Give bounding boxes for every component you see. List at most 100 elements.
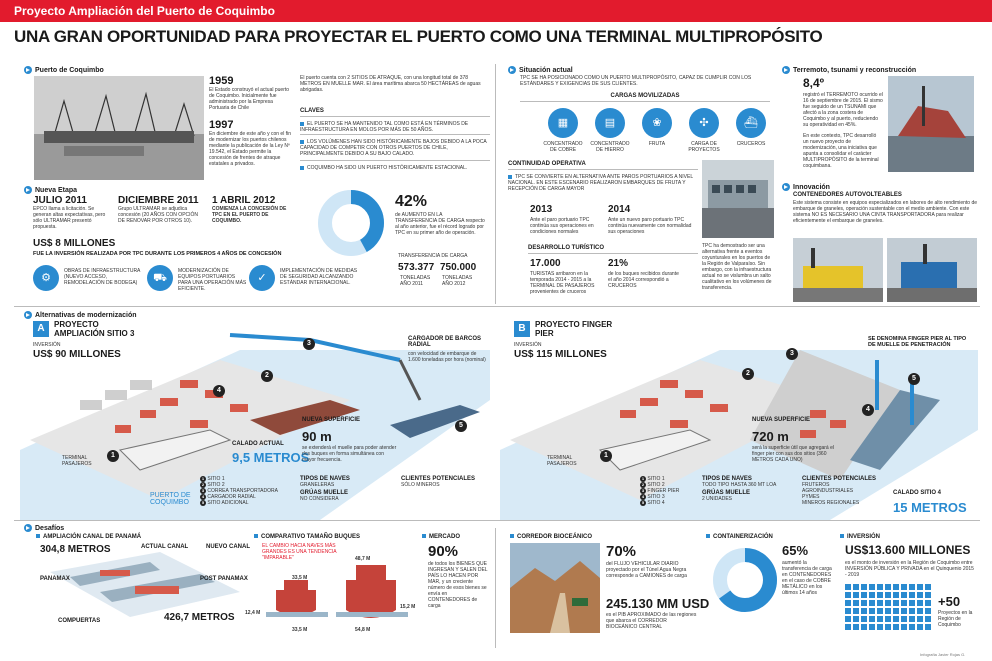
grid-square — [893, 584, 899, 590]
naves-title: TIPOS DE NAVES — [702, 476, 752, 482]
grid-square — [877, 616, 883, 622]
sup-value: 720 m — [752, 429, 789, 444]
grid-square — [925, 624, 931, 630]
corridor-photo — [510, 543, 600, 633]
claves-title: CLAVES — [300, 108, 324, 114]
marker-1: 1 — [600, 450, 612, 462]
grid-square — [861, 616, 867, 622]
sup-text: se extenderá el muelle para poder atende… — [302, 445, 397, 463]
clientes-title: CLIENTES POTENCIALES — [802, 476, 877, 482]
grid-square — [869, 600, 875, 606]
section-title: Nueva Etapa — [35, 186, 78, 194]
corredor-pib: 245.130 MM USD — [606, 596, 710, 611]
cruceros-pct: 21% — [608, 258, 629, 269]
projects-grid — [845, 584, 931, 630]
grid-square — [893, 608, 899, 614]
grid-square — [901, 624, 907, 630]
grid-square — [845, 616, 851, 622]
pct-donut-42 — [318, 190, 384, 256]
arrow-dot-icon — [24, 524, 32, 532]
headline: UNA GRAN OPORTUNIDAD PARA PROYECTAR EL P… — [14, 27, 823, 46]
corredor-pct: 70% — [606, 543, 637, 560]
cliente-1: FRUTEROS — [802, 482, 830, 488]
clientes-title: CLIENTES POTENCIALES — [401, 476, 476, 482]
grid-square — [869, 616, 875, 622]
grid-square — [877, 600, 883, 606]
grid-square — [869, 624, 875, 630]
marker-2: 2 — [261, 370, 273, 382]
nuevo-canal-label: NUEVO CANAL — [206, 544, 251, 550]
grid-square — [893, 600, 899, 606]
calado-value: 9,5 METROS — [232, 450, 310, 465]
train-photo — [702, 160, 774, 238]
section-title: Situación actual — [519, 66, 573, 74]
etapa-investment: US$ 8 MILLONES — [33, 238, 116, 249]
year-2013: 2013 — [530, 204, 553, 215]
grid-square — [853, 584, 859, 590]
dim-d5: 15,2 M — [400, 604, 416, 610]
grid-square — [925, 584, 931, 590]
section-desafios: Desafíos — [24, 524, 64, 532]
grid-square — [885, 624, 891, 630]
continuidad-text: TPC SE CONVIERTE EN ALTERNATIVA ANTE PAR… — [508, 174, 693, 192]
section-title: Terremoto, tsunami y reconstrucción — [793, 66, 917, 74]
grid-square — [909, 584, 915, 590]
naves-value: GRANELERAS — [300, 482, 335, 488]
invest-item-2: MODERNIZACIÓN DE EQUIPOS PORTUARIOS PARA… — [178, 268, 247, 292]
container-photo-2 — [887, 238, 977, 302]
grid-square — [861, 624, 867, 630]
transfer-2012: 750.000 — [440, 262, 477, 273]
cruceros-text: de los buques recibidos durante el año 2… — [608, 271, 679, 289]
marker-1: 1 — [107, 450, 119, 462]
date-dec-2011: DICIEMBRE 2011 — [118, 195, 199, 206]
dim-d3: 33,5 M — [292, 627, 308, 633]
grid-square — [845, 624, 851, 630]
grid-square — [901, 592, 907, 598]
grid-square — [901, 600, 907, 606]
grid-square — [853, 616, 859, 622]
grid-square — [925, 616, 931, 622]
post-panamax-label: POST PANAMAX — [200, 576, 248, 582]
sup-value: 90 m — [302, 429, 332, 444]
calado-sitio-4-label: CALADO SITIO 4 — [893, 490, 942, 496]
tsunami-photo — [888, 76, 974, 172]
year-2014-text: Ante un nuevo paro portuario TPC continú… — [608, 217, 692, 235]
project-b-inv-label: INVERSIÓN — [514, 342, 542, 348]
sup-label: NUEVA SUPERFICIE — [302, 417, 361, 423]
project-a-investment: US$ 90 MILLONES — [33, 349, 121, 360]
grid-square — [917, 584, 923, 590]
pct-donut-65 — [713, 548, 777, 612]
project-b-legend: 1 SITIO 1 2 SITIO 2 3 FINGER PIER 4 SITI… — [640, 476, 680, 506]
mercado-pct: 90% — [428, 543, 459, 560]
grid-square — [845, 584, 851, 590]
cruise-ship-icon: ⛴ — [736, 108, 766, 138]
grid-square — [853, 608, 859, 614]
grid-square — [845, 600, 851, 606]
turistas-count: 17.000 — [530, 258, 561, 269]
wind-turbine-icon: ✣ — [689, 108, 719, 138]
grid-square — [909, 592, 915, 598]
arrow-dot-icon — [782, 183, 790, 191]
section-title: Alternativas de modernización — [35, 311, 137, 319]
corredor-title: CORREDOR BIOCEÁNICO — [510, 534, 592, 540]
panamax-label: PANAMAX — [40, 576, 70, 582]
invest-item-1: OBRAS DE INFRAESTRUCTURA (NUEVO ACCESO, … — [64, 268, 141, 286]
comp-text: EL CAMBIO HACIA NAVES MÁS GRANDES ES UNA… — [262, 543, 337, 561]
ship-compare-illustration — [266, 565, 408, 618]
grid-square — [901, 608, 907, 614]
project-b-title: PROYECTO FINGER PIER — [535, 320, 613, 338]
grid-square — [917, 592, 923, 598]
credit: Infografía Javier Rojas G. — [920, 652, 966, 657]
cliente-3: PYMES — [802, 494, 820, 500]
marker-2: 2 — [742, 368, 754, 380]
grid-square — [869, 608, 875, 614]
carga-cruceros: CRUCEROS — [736, 141, 766, 147]
arrow-dot-icon — [782, 66, 790, 74]
photo-caption: TPC ha demostrado ser una alternativa fr… — [702, 243, 772, 291]
section-etapa: Nueva Etapa — [24, 186, 77, 194]
grid-square — [853, 600, 859, 606]
earthquake-text-2: En este contexto, TPC desarrolló un nuev… — [803, 133, 879, 169]
earthquake-magnitude: 8,4º — [803, 76, 825, 90]
grid-square — [925, 592, 931, 598]
carga-hierro: CONCENTRADO DE HIERRO — [590, 141, 630, 153]
